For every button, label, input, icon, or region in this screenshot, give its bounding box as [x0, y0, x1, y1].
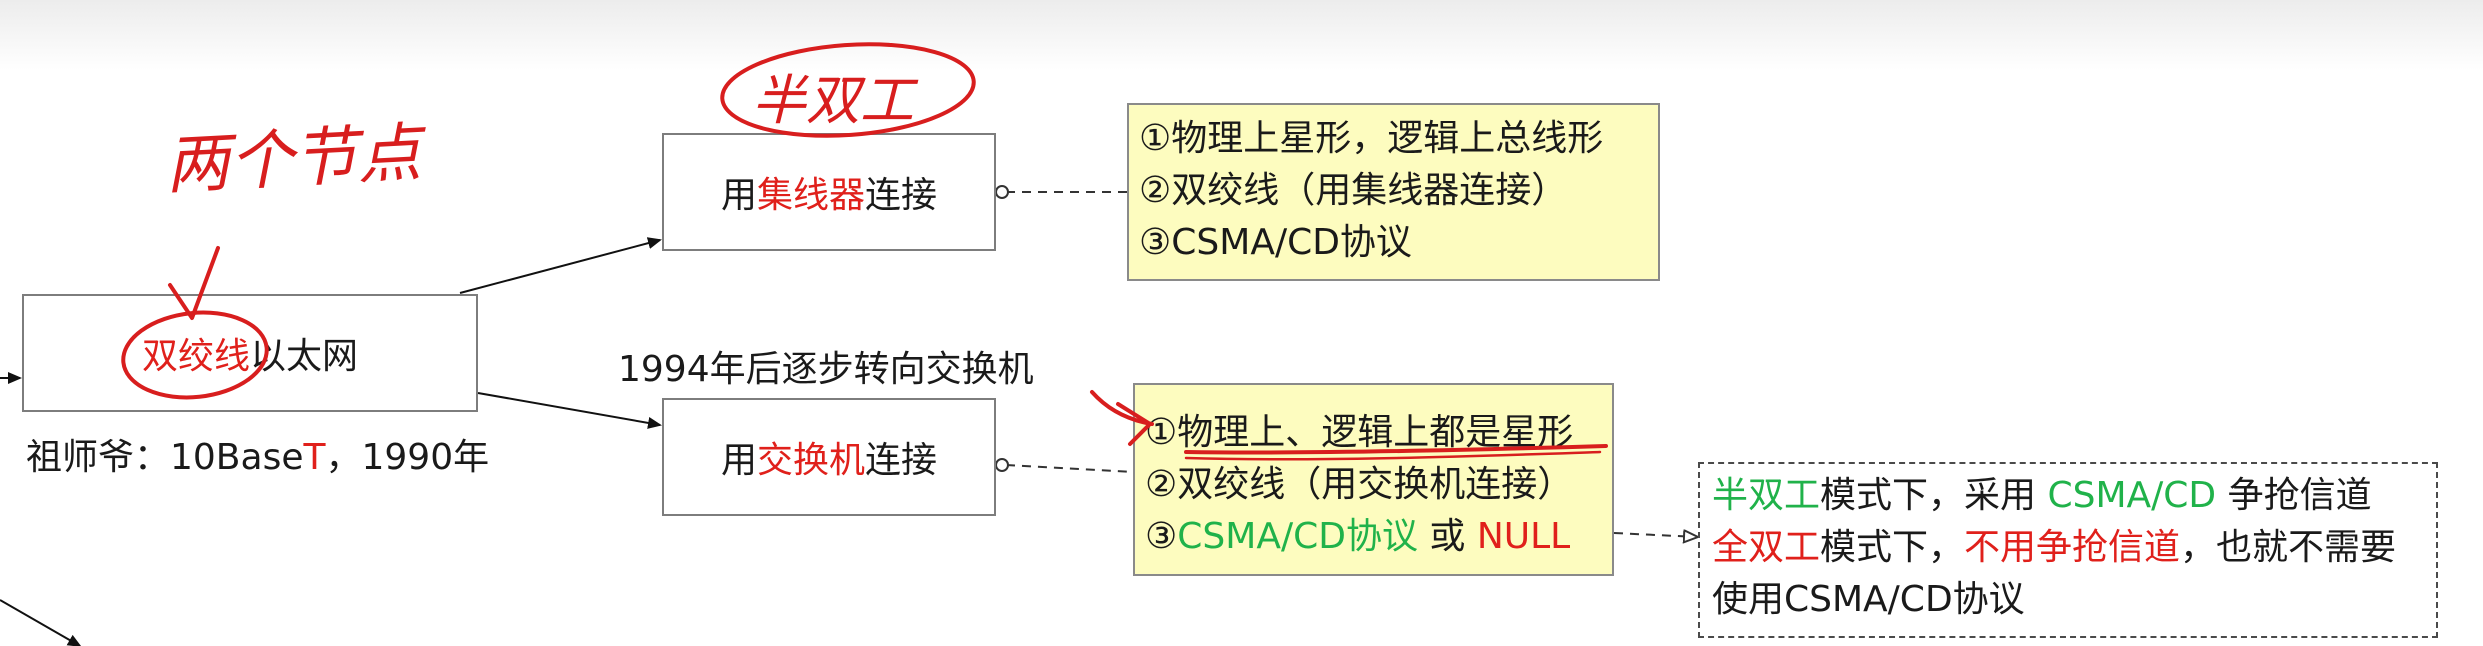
- hub-note: ①物理上星形，逻辑上总线形 ②双绞线（用集线器连接） ③CSMA/CD协议: [1127, 103, 1660, 281]
- switch-note-line1: ①物理上、逻辑上都是星形: [1145, 412, 1574, 453]
- switch-note-line3: ③CSMA/CD协议 或 NULL: [1145, 511, 1612, 563]
- top-shadow-bar: [0, 0, 2483, 70]
- csma-term: CSMA/CD: [2047, 475, 2217, 516]
- twisted-pair-label: 双绞线: [141, 336, 250, 377]
- duplex-line1-mid: 模式下，采用: [1820, 475, 2048, 516]
- hub-note-line2: ②双绞线（用集线器连接）: [1139, 170, 1568, 211]
- handwritten-half-duplex: 半双工: [752, 69, 914, 132]
- hub-note-line3: ③CSMA/CD协议: [1139, 222, 1412, 263]
- caption-suffix: ，1990年: [325, 437, 490, 478]
- ethernet-label: 以太网: [250, 336, 359, 377]
- duplex-note-connector: [1613, 533, 1698, 537]
- arrow-to-switch: [477, 392, 662, 429]
- arrow-to-hub: [459, 237, 662, 294]
- transition-label: 1994年后逐步转向交换机: [618, 349, 1034, 390]
- ancestor-caption: 祖师爷：10BaseT，1990年: [26, 428, 489, 480]
- line3-prefix: ③: [1145, 516, 1178, 557]
- switch-connection-box: 用交换机连接: [662, 398, 996, 516]
- switch-highlight: 交换机: [756, 440, 865, 481]
- switch-note-connector: [1005, 464, 1134, 473]
- hub-highlight: 集线器: [756, 175, 865, 216]
- line3-or: 或: [1417, 516, 1477, 557]
- switch-suffix: 连接: [865, 440, 938, 481]
- hub-suffix: 连接: [865, 175, 938, 216]
- handwritten-two-nodes: 两个节点: [163, 116, 424, 204]
- duplex-line2: 全双工模式下，不用争抢信道，也就不需要: [1712, 522, 2436, 574]
- twisted-pair-ethernet-box: 双绞线以太网: [22, 294, 478, 412]
- line3-null: NULL: [1476, 516, 1571, 557]
- switch-prefix: 用: [720, 440, 757, 481]
- duplex-line1: 半双工模式下，采用 CSMA/CD 争抢信道: [1712, 470, 2436, 522]
- half-duplex-term: 半双工: [1712, 475, 1821, 516]
- hub-connector-dot: [995, 185, 1009, 199]
- duplex-line1-end: 争抢信道: [2216, 475, 2372, 516]
- line3-protocol: CSMA/CD协议: [1177, 516, 1418, 557]
- arrow-lower-left: [0, 599, 82, 646]
- switch-note-line2: ②双绞线（用交换机连接）: [1145, 464, 1574, 505]
- duplex-line2-mid: 模式下，: [1820, 527, 1965, 568]
- hub-connection-box: 用集线器连接: [662, 133, 996, 251]
- duplex-line2-end: ，也就不需要: [2180, 527, 2397, 568]
- switch-note: ①物理上、逻辑上都是星形 ②双绞线（用交换机连接） ③CSMA/CD协议 或 N…: [1133, 383, 1614, 576]
- hub-prefix: 用: [720, 175, 757, 216]
- caption-t: T: [303, 437, 326, 478]
- no-contention-term: 不用争抢信道: [1964, 527, 2181, 568]
- duplex-note: 半双工模式下，采用 CSMA/CD 争抢信道 全双工模式下，不用争抢信道，也就不…: [1698, 462, 2438, 638]
- duplex-line3: 使用CSMA/CD协议: [1712, 579, 2025, 620]
- hub-note-line1: ①物理上星形，逻辑上总线形: [1139, 118, 1604, 159]
- caption-prefix: 祖师爷：10Base: [26, 437, 304, 478]
- full-duplex-term: 全双工: [1712, 527, 1821, 568]
- switch-connector-dot: [995, 458, 1009, 472]
